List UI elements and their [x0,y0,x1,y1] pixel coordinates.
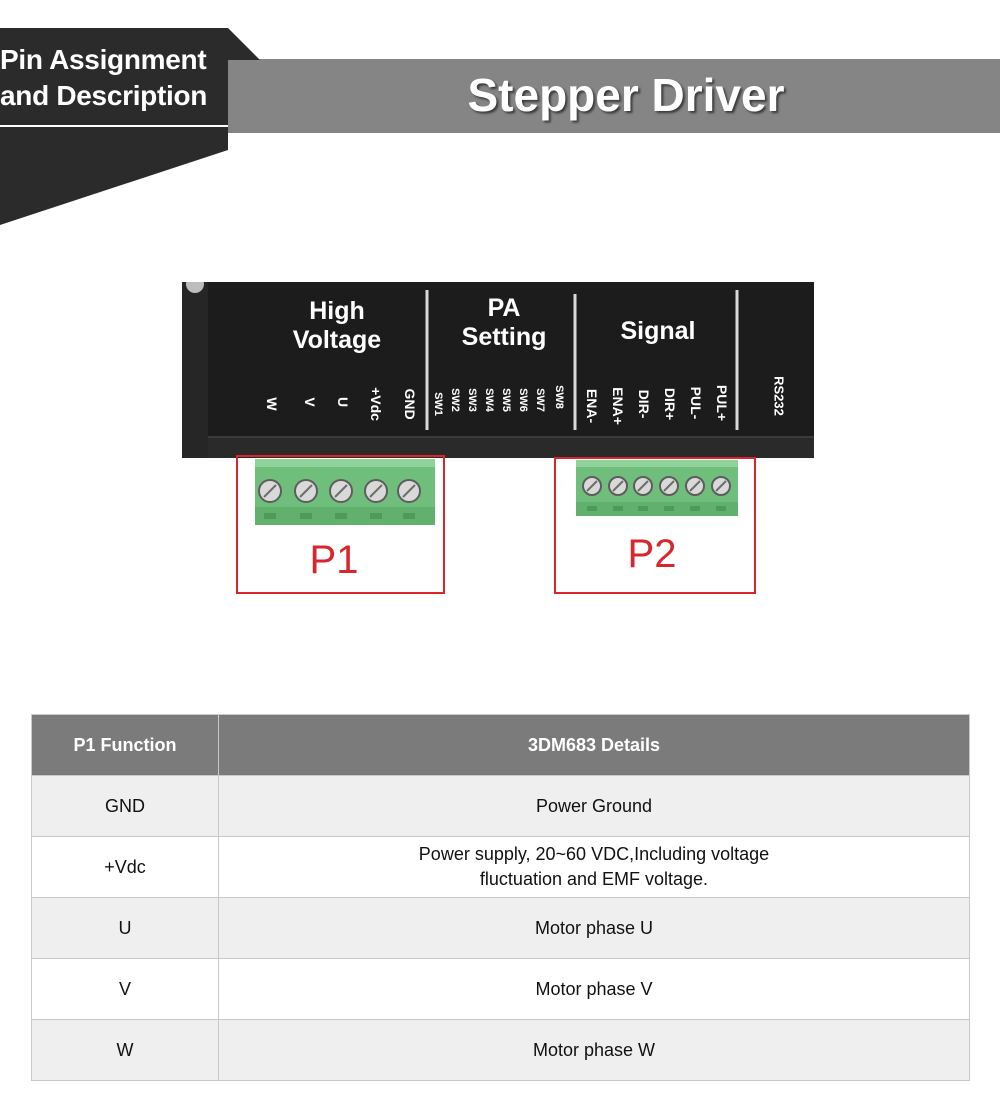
details-text: Power supply, 20~60 VDC,Including voltag… [418,844,770,889]
p2-highlight-box [554,457,756,594]
pin-label-ena-plus: ENA+ [610,387,626,425]
high-voltage-label: High Voltage [262,297,412,355]
table-header-row: P1 Function 3DM683 Details [31,714,970,776]
function-cell: W [31,1019,219,1081]
details-cell: Power supply, 20~60 VDC,Including voltag… [218,836,970,898]
pin-label-dir-plus: DIR+ [662,387,678,421]
function-cell: +Vdc [31,836,219,898]
switch-label-sw5: SW5 [500,388,512,412]
pa-setting-label: PA Setting [434,294,574,352]
switch-label-sw3: SW3 [466,388,478,412]
header-band [228,59,1000,133]
switch-label-sw7: SW7 [534,388,546,412]
section-label: Pin Assignment and Description [0,42,228,114]
pin-label-dir-minus: DIR- [636,389,652,419]
details-cell: Power Ground [218,775,970,837]
switch-label-sw2: SW2 [449,388,461,412]
pin-label-v: V [302,397,318,407]
table-row: GND Power Ground [31,775,970,837]
section-label-line-2: and Description [0,80,208,111]
pin-label-u: U [335,396,351,408]
p2-label: P2 [627,532,677,576]
section-label-line-1: Pin Assignment [0,44,207,75]
p2-terminal-block [576,460,738,516]
pin-label-ena-minus: ENA- [584,388,600,424]
pin-label-gnd: GND [402,388,418,420]
header-details: 3DM683 Details [218,714,970,776]
function-cell: GND [31,775,219,837]
driver-body [182,282,814,458]
p1-label: P1 [309,538,359,582]
details-cell: Motor phase V [218,958,970,1020]
header-p1-function: P1 Function [31,714,219,776]
table-row: +Vdc Power supply, 20~60 VDC,Including v… [31,836,970,898]
details-cell: Motor phase U [218,897,970,959]
p1-function-table: P1 Function 3DM683 Details GND Power Gro… [31,714,970,1081]
switch-label-sw6: SW6 [517,388,529,412]
function-cell: V [31,958,219,1020]
pa-setting-line-2: Setting [461,323,547,351]
details-cell: Motor phase W [218,1019,970,1081]
section-tab [0,28,260,225]
signal-label: Signal [620,317,696,345]
switch-label-sw1: SW1 [432,392,444,416]
pin-label-w: W [264,397,280,411]
table-row: W Motor phase W [31,1019,970,1081]
driver-panel: High Voltage PA Setting Signal W V U +Vd… [182,282,814,458]
p1-highlight-box [236,455,445,594]
switch-label-sw4: SW4 [483,388,495,412]
high-voltage-line-1: High [309,297,365,325]
pin-label-vdc: +Vdc [368,387,384,421]
high-voltage-line-2: Voltage [292,326,382,354]
rs232-label: RS232 [771,376,787,416]
table-row: V Motor phase V [31,958,970,1020]
table-row: U Motor phase U [31,897,970,959]
function-cell: U [31,897,219,959]
switch-label-sw8: SW8 [553,385,565,409]
pin-label-pul-minus: PUL- [688,386,704,420]
pin-label-pul-plus: PUL+ [714,384,730,422]
p1-terminal-block [255,459,435,525]
pa-setting-line-1: PA [487,294,521,322]
page-title: Stepper Driver [467,69,785,121]
